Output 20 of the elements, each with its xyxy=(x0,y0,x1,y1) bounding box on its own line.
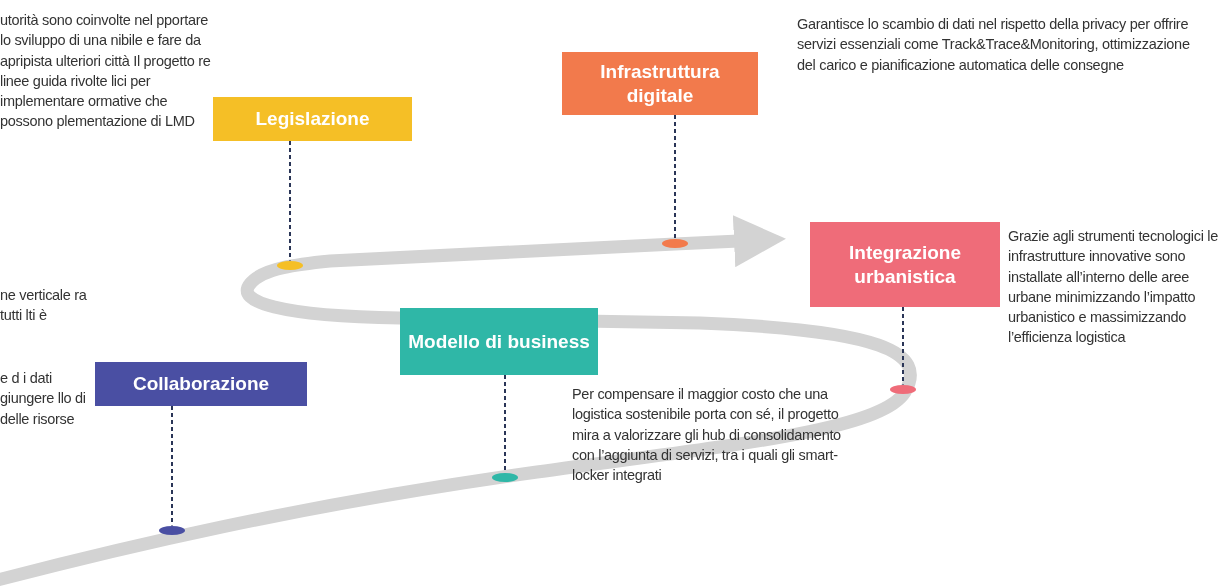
description-text: Per compensare il maggior costo che una logistica sostenibile porta con sé, il progetto mira a valorizzare gli hub di consolidamento con l’aggiunta di servizi, tra i quali gli smart-locker integrati xyxy=(572,385,842,486)
milestone-box: Modello di business xyxy=(400,308,598,375)
description-text: utorità sono coinvolte nel pportare lo sviluppo di una nibile e fare da apripista ulteriori città Il progetto re linee guida rivolte lici per implementare ormative che possono plementazione di LMD xyxy=(0,11,212,132)
dashed-leader-line xyxy=(674,114,676,240)
milestone-box: Infrastruttura digitale xyxy=(562,52,758,115)
description-text: e d i dati giungere llo di delle risorse xyxy=(0,369,87,429)
milestone-dot xyxy=(492,472,518,482)
dashed-leader-line xyxy=(902,306,904,386)
milestone-dot xyxy=(890,384,916,394)
milestone-box: Integrazione urbanistica xyxy=(810,222,1000,307)
description-text: ne verticale ra tutti lti è xyxy=(0,286,88,326)
description-text: Grazie agli strumenti tecnologici le infrastrutture innovative sono installate all’interno delle aree urbane minimizzando l’impatto urbanistico e massimizzando l’efficienza logistica xyxy=(1008,227,1220,348)
milestone-dot xyxy=(159,525,185,535)
milestone-box: Legislazione xyxy=(213,97,412,141)
milestone-dot xyxy=(277,260,303,270)
dashed-leader-line xyxy=(289,140,291,262)
dashed-leader-line xyxy=(171,405,173,527)
milestone-box: Collaborazione xyxy=(95,362,307,406)
description-text: Garantisce lo scambio di dati nel rispetto della privacy per offrire servizi essenziali come Track&Trace&Monitoring, ottimizzazione del carico e pianificazione automatica delle consegne xyxy=(797,15,1191,75)
milestone-dot xyxy=(662,238,688,248)
